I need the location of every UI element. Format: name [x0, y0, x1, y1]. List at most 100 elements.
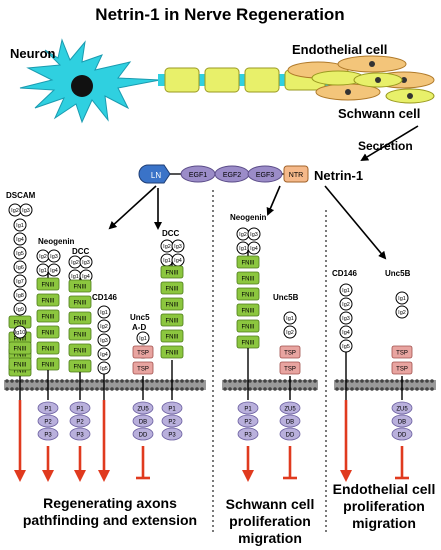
domain-egf1: EGF1	[189, 172, 207, 179]
unc5b-endo-tsp-1-label: TSP	[396, 367, 408, 373]
schwann-cells	[311, 70, 435, 104]
neogenin-schwann-fn-4	[236, 319, 260, 333]
endothelial-membrane-head	[385, 379, 389, 383]
cd146-axon-ig-3-label: Ig4	[100, 352, 108, 358]
endothelial-membrane-head	[415, 387, 419, 391]
neogenin-label-2: Neogenin	[230, 213, 267, 222]
neogenin-schwann-p2-label: P2	[244, 420, 252, 426]
unc5ad-dd	[132, 427, 154, 441]
axon-membrane-head	[50, 379, 54, 383]
axon-membrane-head	[60, 379, 64, 383]
dcc-axon-fn-2-label: FNIII	[74, 317, 87, 323]
schwann-membrane-head	[268, 387, 272, 391]
dscam-ig-6	[13, 302, 27, 316]
dcc-2-fn-3-label: FNIII	[166, 319, 179, 325]
dcc-axon-fn-1-label: FNIII	[74, 301, 87, 307]
axon-membrane-head	[35, 387, 39, 391]
neogenin-axon-fn-1-label: FNIII	[42, 299, 55, 305]
axon-membrane-head	[185, 387, 189, 391]
dscam-ig10	[13, 325, 27, 339]
axon-membrane-head	[100, 379, 104, 383]
axon-membrane-head	[200, 387, 204, 391]
axon-membrane-head	[155, 379, 159, 383]
dcc-axon-fn-0-label: FNIII	[74, 285, 87, 291]
axon-membrane-head	[85, 387, 89, 391]
axon-membrane-head	[180, 379, 184, 383]
endothelial-membrane-head	[350, 387, 354, 391]
axon-membrane-head	[195, 387, 199, 391]
neogenin-axon-fn-5-label: FNIII	[42, 363, 55, 369]
axon-membrane-head	[70, 387, 74, 391]
neogenin-schwann-fn-3-label: FNIII	[242, 309, 255, 315]
unc5ad-label-line1: Unc5	[130, 313, 150, 322]
dscam-ig10-label: Ig10	[15, 330, 26, 336]
dcc-axon-fn-4-label: FNIII	[74, 349, 87, 355]
neuron-cell	[19, 38, 161, 124]
axon-membrane-head	[160, 387, 164, 391]
endothelial-membrane-head	[350, 379, 354, 383]
unc5ad-tsp-0	[132, 345, 154, 359]
endothelial-membrane-head	[370, 387, 374, 391]
axon-membrane-head	[105, 387, 109, 391]
axon-membrane-head	[30, 379, 34, 383]
endothelial-membrane-head	[430, 387, 434, 391]
dcc-2-p3-label: P3	[168, 433, 176, 439]
outcome-schwann-line1: Schwann cell	[226, 496, 315, 512]
axon-membrane-head	[85, 379, 89, 383]
schwann-membrane-head	[293, 379, 297, 383]
neogenin-schwann-p1-label: P1	[244, 407, 252, 413]
netrin-arrow-3	[266, 185, 281, 216]
dscam-ig-4-label: Ig7	[16, 279, 24, 285]
neogenin-schwann-ig-1b	[247, 241, 261, 255]
schwann-membrane-head	[263, 379, 267, 383]
neogenin-axon-p3	[37, 427, 59, 441]
nucleus	[71, 75, 93, 97]
unc5ad-tsp-1-label: TSP	[137, 367, 149, 373]
endothelial-membrane-head	[335, 387, 339, 391]
axon-membrane-head	[40, 387, 44, 391]
cd146-endo-ig-3-label: Ig4	[342, 330, 350, 336]
dscam-ig-0	[13, 218, 27, 232]
schwann-membrane-head	[293, 387, 297, 391]
unc5ad-ig-0	[136, 331, 150, 345]
dscam-fn-lower-1	[8, 357, 32, 371]
schwann-membrane-head	[303, 387, 307, 391]
unc5b-schwann-db-label: DB	[286, 420, 294, 426]
neogenin-axon-fn-0	[36, 277, 60, 291]
unc5ad-zu5-label: ZU5	[137, 407, 149, 413]
axon-membrane-head	[75, 387, 79, 391]
axon-membrane-head	[125, 379, 129, 383]
unc5b-endo-db	[391, 414, 413, 428]
neogenin-schwann-p3-label: P3	[244, 433, 252, 439]
axon-membrane-head	[40, 379, 44, 383]
dcc-2-fn-0-label: FNIII	[166, 271, 179, 277]
dcc-axon-fn-3	[68, 327, 92, 341]
dcc-label-2: DCC	[162, 229, 180, 238]
neogenin-schwann-fn-1	[236, 271, 260, 285]
schwann-label: Schwann cell	[338, 106, 420, 121]
endothelial-membrane-head	[340, 379, 344, 383]
neogenin-schwann-p3	[237, 427, 259, 441]
axon-membrane-head	[120, 387, 124, 391]
neogenin-axon-p2	[37, 414, 59, 428]
endothelial-membrane-head	[360, 387, 364, 391]
neogenin-schwann-ig-1b-label: Ig4	[250, 246, 258, 252]
schwann-membrane-head	[248, 387, 252, 391]
dcc-2-ig-0b	[171, 239, 185, 253]
endothelial-membrane-head	[410, 379, 414, 383]
dcc-axon-p3	[69, 427, 91, 441]
axon-membrane-head	[10, 379, 14, 383]
axon-membrane-head	[90, 387, 94, 391]
axon-membrane-head	[180, 387, 184, 391]
unc5b-endo-tsp-0-label: TSP	[396, 351, 408, 357]
axon-membrane-head	[145, 387, 149, 391]
endothelial-label: Endothelial cell	[292, 42, 387, 57]
cd146-endo-ig-2-label: Ig3	[342, 316, 350, 322]
dcc-2-p2	[161, 414, 183, 428]
axon-membrane-head	[95, 387, 99, 391]
unc5b-endo-tsp-1	[391, 361, 413, 375]
dcc-axon-ig-0b-label: Ig3	[82, 260, 90, 266]
neogenin-axon-fn-4	[36, 341, 60, 355]
dscam-fn-lower-0-label: FNIII	[14, 347, 27, 353]
